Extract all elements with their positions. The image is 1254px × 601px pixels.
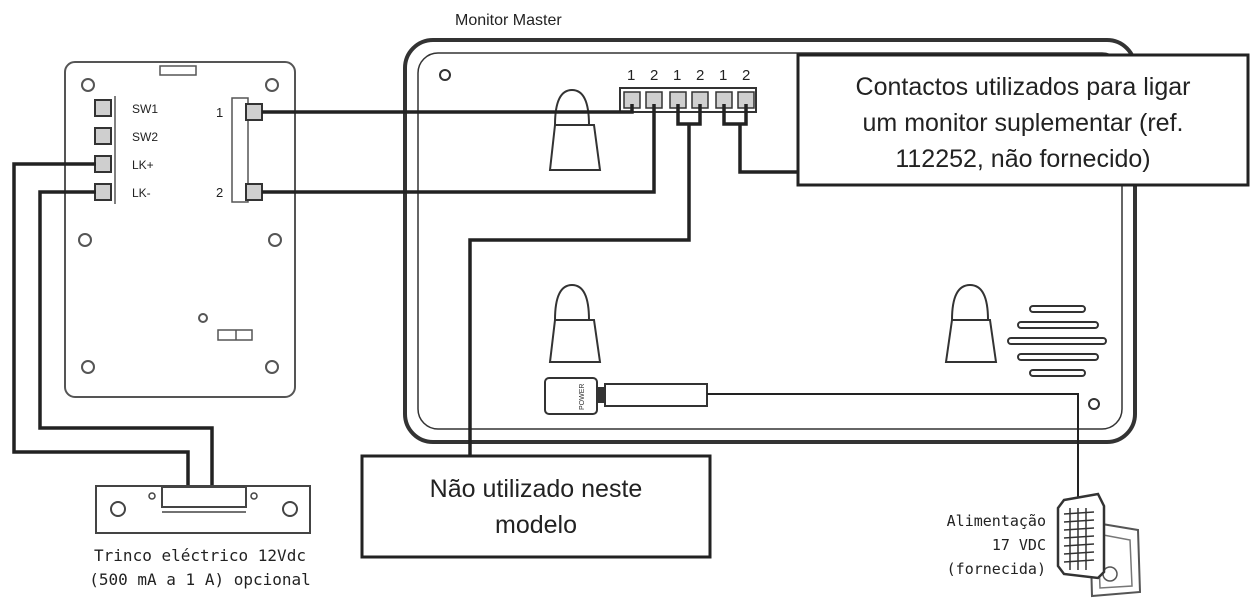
- speaker-grille: [1007, 305, 1107, 377]
- wires: [12, 104, 1079, 498]
- dip-switch: [217, 329, 253, 341]
- monitor-terminal-block: 1 2 1 2 1 2: [619, 67, 757, 113]
- adapter-body: [1056, 492, 1106, 580]
- wire-station-1: [262, 104, 634, 114]
- wire-lk-minus: [38, 190, 214, 488]
- power-caption-line-3: (fornecida): [947, 560, 1046, 578]
- screw-icon: [78, 233, 92, 247]
- screw-icon: [268, 233, 282, 247]
- mount-hook-bottom-right: [944, 283, 998, 363]
- monitor-terminal-label: 1: [627, 67, 635, 84]
- door-station: SW1 SW2 LK+ LK- 1 2: [64, 61, 296, 398]
- monitor-terminal-label: 1: [673, 67, 681, 84]
- screw-icon: [110, 501, 126, 517]
- callout-unused-line-2: modelo: [495, 511, 577, 539]
- callout-contacts-line-3: 112252, não fornecido): [895, 145, 1150, 173]
- terminal-station-2: [245, 183, 263, 201]
- power-plug: POWER: [544, 377, 708, 415]
- mount-hook-bottom-left: [548, 283, 602, 363]
- screw-icon: [439, 69, 451, 81]
- mount-hook-top: [548, 88, 602, 171]
- terminal-block-right: [231, 97, 249, 203]
- callout-unused-line-1: Não utilizado neste: [430, 475, 643, 503]
- callout-contacts-line-2: um monitor suplementar (ref.: [863, 109, 1184, 137]
- screw-icon: [81, 78, 95, 92]
- screw-icon: [250, 492, 258, 500]
- terminal-sw2: [94, 127, 112, 145]
- terminal-label-lk-minus: LK-: [132, 186, 151, 200]
- callout-unused: Não utilizado neste modelo: [360, 454, 712, 559]
- wire-unused: [468, 104, 702, 458]
- terminal-label-sw1: SW1: [132, 102, 158, 116]
- terminal-label-lk-plus: LK+: [132, 158, 154, 172]
- monitor-body-inner: [417, 52, 1123, 430]
- wire-contacts-jumper: [722, 104, 748, 126]
- electric-lock: Trinco eléctrico 12Vdc (500 mA a 1 A) op…: [89, 485, 311, 589]
- terminal-label-station-2: 2: [216, 185, 223, 200]
- terminal-sw1: [94, 99, 112, 117]
- terminal-lk-minus: [94, 183, 112, 201]
- terminal-label-station-1: 1: [216, 105, 223, 120]
- screw-icon: [81, 360, 95, 374]
- screw-icon: [282, 501, 298, 517]
- monitor-terminal-label: 1: [719, 67, 727, 84]
- callout-contacts-line-1: Contactos utilizados para ligar: [856, 73, 1191, 101]
- terminal-lk-plus: [94, 155, 112, 173]
- lock-caption-line-2: (500 mA a 1 A) opcional: [89, 570, 311, 589]
- screw-icon: [198, 313, 208, 323]
- power-adapter: Alimentação 17 VDC (fornecida): [947, 492, 1142, 598]
- wire-lk-plus: [12, 162, 190, 488]
- screw-icon: [265, 360, 279, 374]
- terminal-station-1: [245, 103, 263, 121]
- monitor-terminal-label: 2: [650, 67, 658, 84]
- screw-icon: [265, 78, 279, 92]
- wire-station-2: [262, 104, 656, 194]
- monitor-title: Monitor Master: [455, 12, 562, 29]
- wire-power: [707, 393, 1079, 498]
- lock-latch: [161, 486, 247, 508]
- terminal-label-sw2: SW2: [132, 130, 158, 144]
- power-plug-label: POWER: [579, 384, 586, 410]
- monitor-terminal-label: 2: [696, 67, 704, 84]
- monitor-terminal-label: 2: [742, 67, 750, 84]
- screw-icon: [148, 492, 156, 500]
- screw-icon: [1088, 398, 1100, 410]
- power-caption-line-1: Alimentação: [947, 512, 1046, 530]
- callout-contacts: Contactos utilizados para ligar um monit…: [796, 53, 1250, 187]
- wire-contacts: [738, 124, 800, 174]
- door-station-clip: [159, 65, 197, 76]
- power-caption-line-2: 17 VDC: [992, 536, 1046, 554]
- lock-caption-line-1: Trinco eléctrico 12Vdc: [94, 546, 306, 565]
- adapter-vents: [1063, 508, 1095, 570]
